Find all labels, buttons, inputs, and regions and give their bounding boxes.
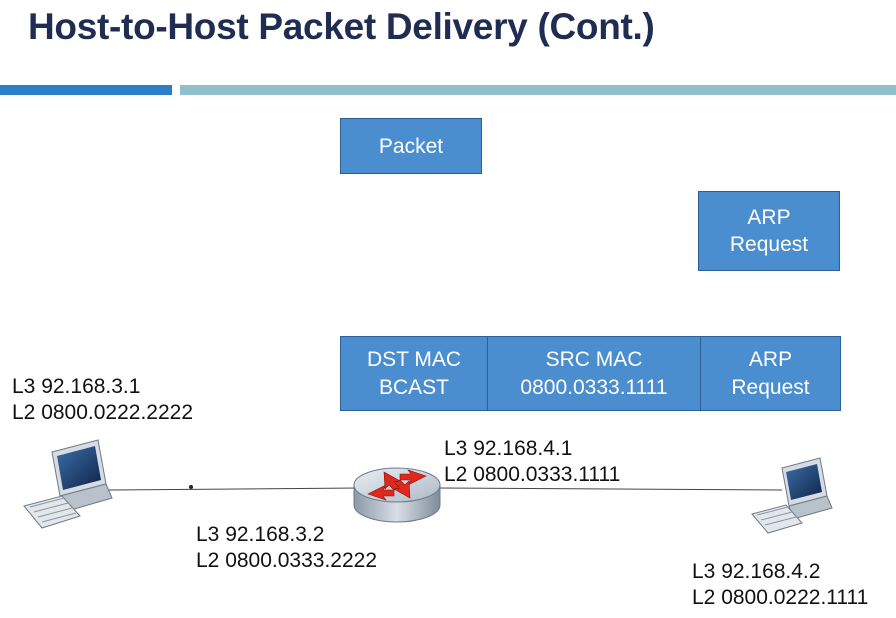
frame-payload-line2: Request (731, 375, 810, 399)
arp-request-line2: Request (729, 233, 809, 256)
link-host-a-router (107, 487, 361, 491)
slide-title: Host-to-Host Packet Delivery (Cont.) (28, 6, 655, 47)
arp-request-box: ARP Request (698, 191, 840, 271)
packet-box: Packet (340, 118, 482, 174)
frame-src-line1: SRC MAC (545, 347, 643, 371)
router-left-l2: L2 0800.0333.2222 (196, 549, 378, 572)
router-right-addresses: L3 92.168.4.1 L2 0800.0333.1111 (444, 436, 620, 488)
host-a-addresses: L3 92.168.3.1 L2 0800.0222.2222 (12, 374, 193, 426)
link-router-host-b (437, 487, 783, 491)
router-right-l2: L2 0800.0333.1111 (444, 463, 621, 486)
frame-src-line2: 0800.0333.1111 (520, 375, 668, 399)
host-a-computer-icon (23, 439, 113, 529)
host-a-l2: L2 0800.0222.2222 (12, 401, 194, 424)
frame-payload-line1: ARP (748, 347, 793, 371)
router-icon (353, 467, 441, 523)
title-underline-bar (180, 85, 896, 95)
frame-payload-cell: ARP Request (701, 336, 841, 411)
frame-dst-line2: BCAST (378, 375, 449, 399)
host-b-addresses: L3 92.168.4.2 L2 0800.0222.1111 (692, 559, 868, 611)
host-b-l2: L2 0800.0222.1111 (692, 586, 869, 609)
host-a-l3: L3 92.168.3.1 (12, 375, 141, 398)
packet-label: Packet (378, 134, 444, 158)
router-right-l3: L3 92.168.4.1 (444, 437, 573, 460)
link-dot (189, 485, 193, 489)
title-underline-accent (0, 85, 172, 95)
frame-dst-line1: DST MAC (366, 347, 462, 371)
arp-request-line1: ARP (747, 206, 791, 229)
router-left-addresses: L3 92.168.3.2 L2 0800.0333.2222 (196, 522, 377, 574)
ethernet-frame: DST MAC BCAST SRC MAC 0800.0333.1111 ARP… (340, 336, 841, 411)
frame-src-mac-cell: SRC MAC 0800.0333.1111 (488, 336, 701, 411)
router-left-l3: L3 92.168.3.2 (196, 523, 325, 546)
frame-dst-mac-cell: DST MAC BCAST (340, 336, 488, 411)
host-b-l3: L3 92.168.4.2 (692, 560, 821, 583)
host-b-computer-icon (751, 457, 833, 534)
